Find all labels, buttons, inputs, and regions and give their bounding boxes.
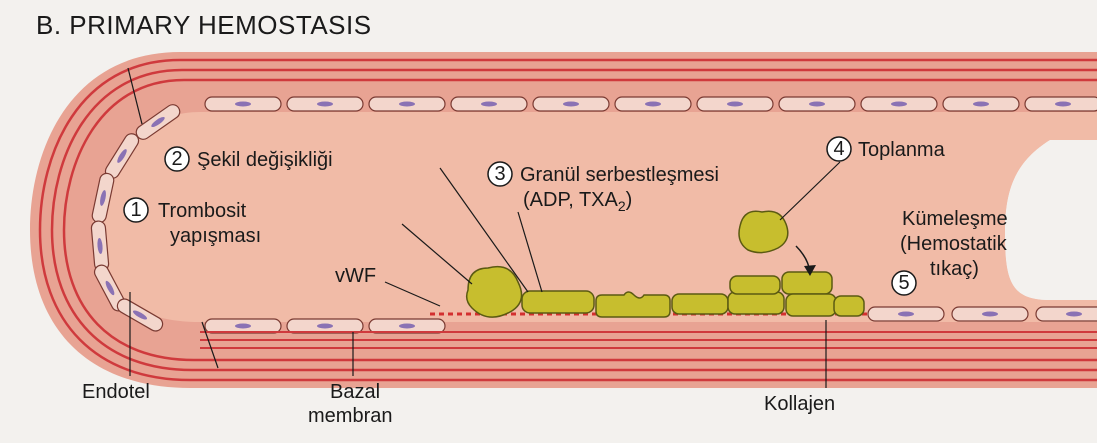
platelet-shape-change — [522, 291, 594, 313]
cell-nucleus — [399, 102, 415, 107]
step-3-label-line1: Granül serbestleşmesi — [520, 164, 719, 186]
endothelium-label: Endotel — [82, 381, 150, 403]
endothelial-cell — [533, 97, 609, 111]
cell-nucleus — [891, 102, 907, 107]
step-3-number: 3 — [494, 163, 505, 185]
step-2-label: Şekil değişikliği — [197, 149, 333, 171]
figure-title: B. PRIMARY HEMOSTASIS — [36, 10, 372, 40]
endothelial-cell — [205, 319, 281, 333]
cell-nucleus — [317, 324, 333, 329]
step-2-number: 2 — [171, 148, 182, 170]
cell-nucleus — [235, 102, 251, 107]
cell-nucleus — [645, 102, 661, 107]
platelet-aggregate-6 — [834, 296, 864, 316]
basement-membrane-label-line1: Bazal — [330, 381, 380, 403]
step-5-label-line2: (Hemostatik — [900, 233, 1008, 255]
cell-nucleus — [1055, 102, 1071, 107]
platelet-aggregate-5 — [786, 294, 836, 316]
endothelial-cell — [861, 97, 937, 111]
step-5-label-line3: tıkaç) — [930, 258, 979, 280]
collagen-label: Kollajen — [764, 393, 835, 415]
endothelial-cell — [868, 307, 944, 321]
cell-nucleus — [481, 102, 497, 107]
cell-nucleus — [982, 312, 998, 317]
platelet-granule-release — [596, 292, 670, 317]
vwf-label: vWF — [335, 265, 376, 287]
platelet-recruited — [739, 211, 788, 252]
cell-nucleus — [235, 324, 251, 329]
basement-membrane-label-line2: membran — [308, 405, 392, 427]
step-5-label-line1: Kümeleşme — [902, 208, 1008, 230]
platelet-adherent — [467, 267, 522, 318]
cell-nucleus — [1066, 312, 1082, 317]
endothelial-cell — [205, 97, 281, 111]
step-4-number: 4 — [833, 138, 844, 160]
endothelial-cell — [952, 307, 1028, 321]
platelet-aggregate-1 — [672, 294, 728, 314]
cell-nucleus — [898, 312, 914, 317]
cell-nucleus — [317, 102, 333, 107]
endothelial-cell — [1025, 97, 1097, 111]
endothelial-cell — [369, 319, 445, 333]
cell-nucleus — [563, 102, 579, 107]
cell-nucleus — [973, 102, 989, 107]
endothelial-cell — [369, 97, 445, 111]
step-3-label-line2: (ADP, TXA2) — [523, 189, 632, 214]
cell-nucleus — [399, 324, 415, 329]
step-1-label-line2: yapışması — [170, 225, 261, 247]
endothelial-cell — [287, 319, 363, 333]
endothelial-cell — [615, 97, 691, 111]
platelet-aggregate-4 — [782, 272, 832, 294]
endothelial-cell — [697, 97, 773, 111]
platelet-aggregate-3 — [730, 276, 780, 294]
endothelial-cell — [779, 97, 855, 111]
endothelial-cell — [287, 97, 363, 111]
endothelial-cell — [451, 97, 527, 111]
step-1-number: 1 — [130, 199, 141, 221]
step-4-label: Toplanma — [858, 139, 946, 161]
cell-nucleus — [809, 102, 825, 107]
step-5-number: 5 — [898, 272, 909, 294]
platelet-aggregate-2 — [728, 292, 784, 314]
step-1-label-line1: Trombosit — [158, 200, 247, 222]
endothelial-cell — [1036, 307, 1097, 321]
endothelial-cell — [943, 97, 1019, 111]
cell-nucleus — [727, 102, 743, 107]
